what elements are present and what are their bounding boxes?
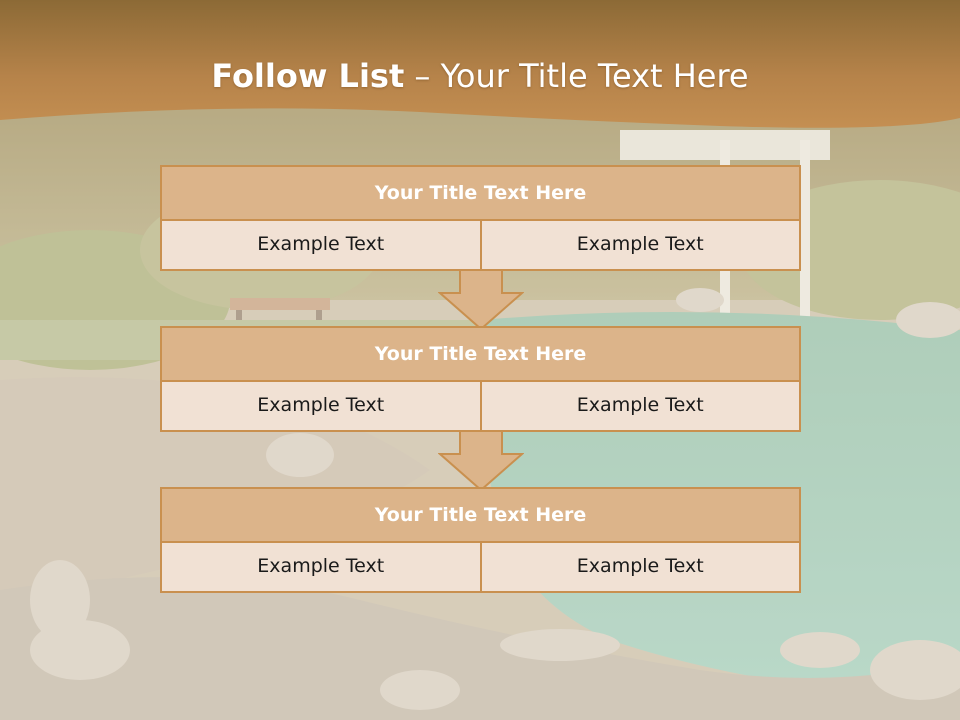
list-block-cell-right: Example Text [481, 543, 801, 593]
slide-title: Follow List – Your Title Text Here [0, 52, 960, 100]
list-block-cell-left: Example Text [160, 382, 482, 432]
list-block-3: Your Title Text Here Example Text Exampl… [160, 487, 801, 593]
down-arrow-icon [438, 269, 524, 331]
list-block-row: Example Text Example Text [160, 382, 801, 432]
list-block-cell-right: Example Text [481, 221, 801, 271]
list-block-title: Your Title Text Here [160, 487, 801, 543]
list-block-2: Your Title Text Here Example Text Exampl… [160, 326, 801, 432]
slide-title-bold: Follow List [211, 57, 405, 95]
list-block-row: Example Text Example Text [160, 543, 801, 593]
list-block-row: Example Text Example Text [160, 221, 801, 271]
list-block-1: Your Title Text Here Example Text Exampl… [160, 165, 801, 271]
list-block-title: Your Title Text Here [160, 165, 801, 221]
list-block-cell-right: Example Text [481, 382, 801, 432]
list-block-cell-left: Example Text [160, 221, 482, 271]
slide-title-rest: – Your Title Text Here [414, 57, 749, 95]
list-block-title: Your Title Text Here [160, 326, 801, 382]
list-block-cell-left: Example Text [160, 543, 482, 593]
down-arrow-icon [438, 430, 524, 492]
